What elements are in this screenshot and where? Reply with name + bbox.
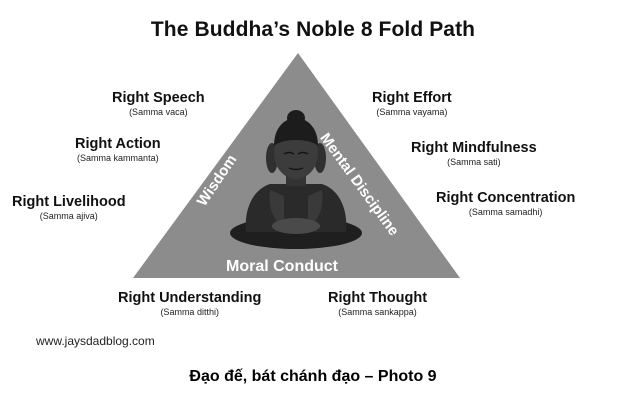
path-pali: (Samma ajiva) xyxy=(39,211,98,221)
path-name: Right Understanding xyxy=(118,290,262,306)
path-pali: (Samma sankappa) xyxy=(338,307,417,317)
photo-caption: Đạo đế, bát chánh đạo – Photo 9 xyxy=(189,368,437,385)
path-pali: (Samma sati) xyxy=(447,157,501,167)
path-pali: (Samma kammanta) xyxy=(77,153,159,163)
right-concentration: Right Concentration (Samma samadhi) xyxy=(436,190,575,218)
right-effort: Right Effort (Samma vayama) xyxy=(372,90,452,118)
path-pali: (Samma ditthi) xyxy=(160,307,219,317)
path-name: Right Effort xyxy=(372,90,452,106)
buddha-figure-icon xyxy=(230,110,362,249)
right-livelihood: Right Livelihood (Samma ajiva) xyxy=(12,194,126,222)
right-thought: Right Thought (Samma sankappa) xyxy=(328,290,427,318)
path-name: Right Action xyxy=(75,136,161,152)
path-name: Right Speech xyxy=(112,90,205,106)
right-understanding: Right Understanding (Samma ditthi) xyxy=(118,290,261,318)
path-name: Right Livelihood xyxy=(12,194,126,210)
path-pali: (Samma vaca) xyxy=(129,107,188,117)
path-name: Right Mindfulness xyxy=(411,140,537,156)
path-name: Right Concentration xyxy=(436,190,576,206)
right-speech: Right Speech (Samma vaca) xyxy=(112,90,205,118)
path-pali: (Samma samadhi) xyxy=(468,207,543,217)
path-name: Right Thought xyxy=(328,290,428,306)
right-mindfulness: Right Mindfulness (Samma sati) xyxy=(411,140,537,168)
diagram-title: The Buddha’s Noble 8 Fold Path xyxy=(150,18,476,41)
moral-conduct-base-label: Moral Conduct xyxy=(226,258,338,275)
path-pali: (Samma vayama) xyxy=(376,107,448,117)
website-credit: www.jaysdadblog.com xyxy=(36,334,155,348)
right-action: Right Action (Samma kammanta) xyxy=(75,136,161,164)
